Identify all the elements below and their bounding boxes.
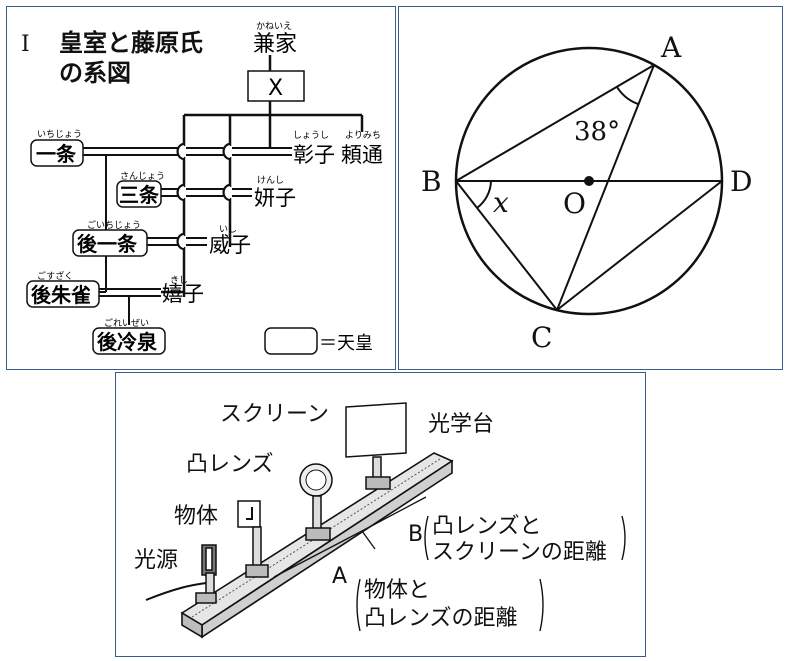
b-line2: スクリーンの距離: [432, 540, 607, 565]
angle-arc-b: [476, 180, 492, 209]
b-paren-right: [621, 515, 626, 561]
genealogy-diagram: I 皇室と藤原氏 の系図 かねいえ 兼家 X: [21, 21, 383, 355]
shoshi-ruby: しょうし: [293, 130, 329, 141]
emperor-box-goichijo: [72, 229, 148, 257]
object-label: 物体: [174, 504, 218, 529]
b-line1: 凸レンズと: [432, 514, 542, 539]
b-letter: B: [408, 522, 423, 547]
point-b-label: B: [421, 165, 442, 198]
point-a-label: A: [660, 31, 682, 64]
point-c-label: C: [531, 321, 552, 354]
genealogy-title-line1: 皇室と藤原氏: [59, 29, 203, 57]
legend-text: ＝天皇: [319, 333, 373, 354]
optics-diagram: スクリーン 光学台 凸レンズ 物体 光源 B 凸レンズと スクリーンの距離 A …: [134, 402, 626, 639]
cable: [145, 582, 207, 601]
yorimichi-name: 頼通: [341, 143, 383, 167]
goreizei-name: 後冷泉: [97, 330, 158, 354]
light-source: [195, 544, 217, 604]
chord-bc: [455, 180, 558, 311]
yorimichi-ruby: よりみち: [345, 130, 381, 141]
point-d-label: D: [730, 165, 752, 198]
chord-cd: [556, 180, 723, 311]
chord-ba: [455, 64, 655, 182]
emperor-box-ichijo: [30, 139, 84, 167]
sanjo-name: 三条: [119, 183, 160, 207]
optics-panel: スクリーン 光学台 凸レンズ 物体 光源 B 凸レンズと スクリーンの距離 A …: [115, 372, 646, 657]
a-line2: 凸レンズの距離: [364, 606, 518, 631]
gosuzaku-ruby: ごすざく: [37, 270, 73, 282]
circle-diagram: A B C D O 38° x: [421, 31, 752, 354]
a-paren-left: [356, 578, 361, 632]
genealogy-title-line2: の系図: [59, 59, 131, 87]
ichijo-ruby: いちじょう: [37, 129, 82, 140]
light-source-label: 光源: [134, 548, 178, 573]
genealogy-panel: I 皇室と藤原氏 の系図 かねいえ 兼家 X: [6, 6, 396, 370]
a-paren-right: [539, 578, 544, 632]
screen-holder: [345, 402, 407, 490]
circle-panel: A B C D O 38° x: [398, 6, 783, 370]
kenshi-ruby: けんし: [257, 175, 284, 186]
angle-arc-a: [616, 86, 639, 105]
lens-holder: [299, 463, 333, 541]
bench-label: 光学台: [428, 412, 494, 437]
sanjo-ruby: さんじょう: [120, 171, 165, 182]
legend-box: [264, 327, 318, 355]
screen-label: スクリーン: [220, 402, 329, 427]
center-point: [584, 176, 594, 186]
kishi-ruby: きし: [170, 275, 188, 286]
point-o-label: O: [563, 187, 586, 220]
emperor-box-gosuzaku: [26, 280, 100, 308]
x-label: X: [268, 76, 283, 101]
emperor-box-sanjo: [116, 180, 162, 208]
ishi-name: 威子: [209, 233, 251, 257]
emperor-box-goreizei: [92, 327, 166, 355]
goichijo-ruby: ごいちじょう: [87, 219, 141, 231]
ishi-ruby: いし: [219, 224, 237, 235]
roman-numeral: I: [21, 32, 30, 57]
kishi-name: 嬉子: [162, 282, 204, 306]
arrow-a: [273, 530, 363, 578]
arrow-b: [361, 496, 427, 532]
goreizei-ruby: ごれいぜい: [104, 317, 149, 329]
a-letter: A: [332, 564, 347, 589]
shoshi-name: 彰子: [293, 143, 335, 167]
lens-label: 凸レンズ: [186, 452, 274, 477]
object-holder: [237, 500, 269, 578]
kaneie-name: 兼家: [253, 32, 297, 57]
goichijo-name: 後一条: [77, 232, 138, 256]
kenshi-name: 妍子: [254, 186, 296, 210]
ichijo-name: 一条: [36, 142, 77, 166]
kaneie-ruby: かねいえ: [256, 21, 292, 32]
a-line1: 物体と: [364, 578, 430, 603]
chord-ac: [556, 64, 655, 311]
gosuzaku-name: 後朱雀: [31, 283, 91, 307]
angle-38-label: 38°: [574, 117, 620, 147]
b-paren-left: [424, 515, 429, 561]
x-box: [247, 70, 305, 102]
angle-x-label: x: [493, 186, 509, 219]
